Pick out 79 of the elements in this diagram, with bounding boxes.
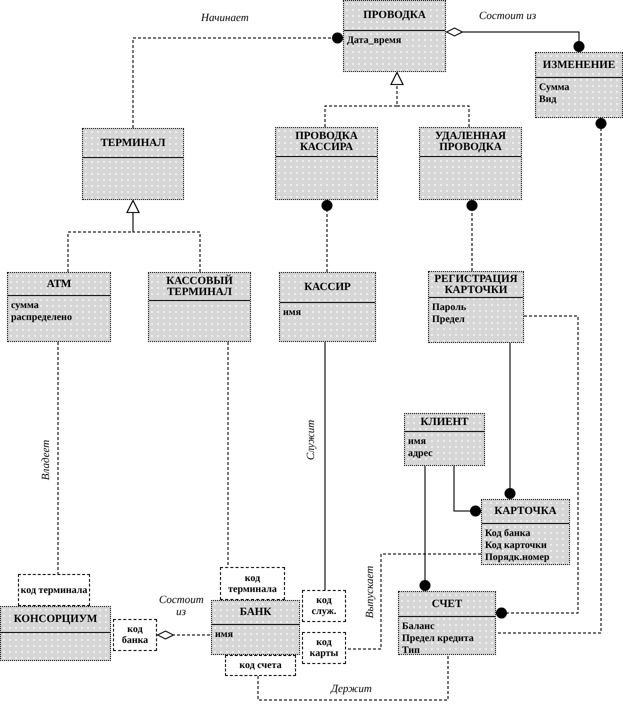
class-name: КОНСОРЦИУМ: [12, 614, 98, 625]
attribute-text: имя: [283, 307, 301, 319]
qualifier-text: код банка: [120, 623, 150, 647]
class-name: КЛИЕНТ: [420, 417, 470, 428]
class-box: [398, 591, 496, 655]
attribute-text: распределено: [11, 312, 72, 324]
class-name: АТМ: [46, 278, 72, 290]
class-name: ПРОВОДКА КАССИРА: [294, 131, 359, 153]
edge-label: Состоит из: [158, 594, 204, 618]
class-box: [428, 271, 524, 343]
attribute-text: Код банка: [485, 528, 530, 540]
attribute-text: Дата_время: [347, 35, 402, 47]
qualifier-box: [113, 619, 157, 651]
class-box: [279, 272, 376, 342]
qualifier-text: код счета: [238, 659, 283, 672]
class-name: ТЕРМИНАЛ: [100, 138, 166, 148]
connector: [466, 200, 478, 272]
connector: [132, 32, 344, 128]
class-name: КАССИР: [303, 282, 352, 293]
edge-label: Владеет: [40, 438, 52, 482]
class-box: [82, 128, 184, 200]
attribute-text: Предел кредита: [402, 633, 474, 645]
connector: [496, 118, 606, 634]
class-box: [343, 0, 446, 72]
class-box: [7, 272, 111, 342]
connector: [420, 466, 430, 592]
class-box: [404, 413, 485, 466]
qualifier-box: [220, 567, 285, 600]
attribute-text: Порядк.номер: [485, 552, 550, 564]
attribute-text: Пароль: [432, 302, 466, 314]
class-name: ИЗМЕНЕНИЕ: [542, 60, 616, 70]
edge-label: Состоит из: [478, 10, 538, 22]
attribute-text: Сумма: [539, 82, 570, 94]
qualifier-box: [302, 632, 346, 664]
class-box: [211, 600, 300, 655]
qualifier-text: код служ.: [310, 594, 338, 618]
attribute-text: Тип: [402, 645, 420, 657]
connector: [446, 28, 584, 52]
attribute-text: Баланс: [402, 621, 435, 633]
class-name: ПРОВОДКА: [362, 10, 427, 21]
qualifier-box: [225, 655, 296, 676]
attribute-text: Вид: [539, 94, 556, 106]
connector: [322, 200, 332, 272]
class-name: БАНК: [238, 607, 272, 618]
connector: [258, 654, 448, 700]
connector: [324, 342, 326, 590]
class-name: СЧЕТ: [430, 598, 464, 610]
class-name: РЕГИСТРАЦИЯ КАРТОЧКИ: [433, 274, 519, 296]
class-name: УДАЛЕННАЯ ПРОВОДКА: [434, 131, 507, 153]
edge-label: Выпускает: [364, 564, 376, 620]
qualifier-text: код карты: [308, 636, 340, 660]
class-name: КАРТОЧКА: [493, 506, 558, 517]
connector: [496, 316, 578, 618]
attribute-text: имя: [215, 629, 233, 641]
class-box: [535, 52, 623, 118]
attribute-text: Код карточки: [485, 540, 547, 552]
attribute-text: имя: [408, 436, 426, 448]
class-name: КАССОВЫЙ ТЕРМИНАЛ: [165, 276, 234, 298]
attribute-text: Предел: [432, 314, 465, 326]
connector: [504, 342, 516, 500]
connector: [346, 554, 482, 650]
connector: [126, 200, 200, 272]
edge-label: Служит: [305, 418, 317, 462]
qualifier-box: [18, 574, 90, 606]
class-box: [481, 499, 570, 565]
connector: [156, 630, 212, 640]
qualifier-text: код терминала: [20, 584, 88, 596]
connector: [390, 72, 470, 128]
edge-label: Начинает: [200, 12, 250, 24]
class-box: [419, 127, 522, 200]
edge-label: Держит: [330, 683, 373, 695]
attribute-text: сумма: [11, 300, 39, 312]
qualifier-text: код терминала: [227, 572, 278, 596]
class-box: [0, 606, 111, 661]
qualifier-box: [302, 590, 346, 622]
class-box: [275, 127, 378, 200]
attribute-text: адрес: [408, 448, 433, 460]
class-box: [148, 272, 251, 342]
connector: [454, 466, 482, 516]
